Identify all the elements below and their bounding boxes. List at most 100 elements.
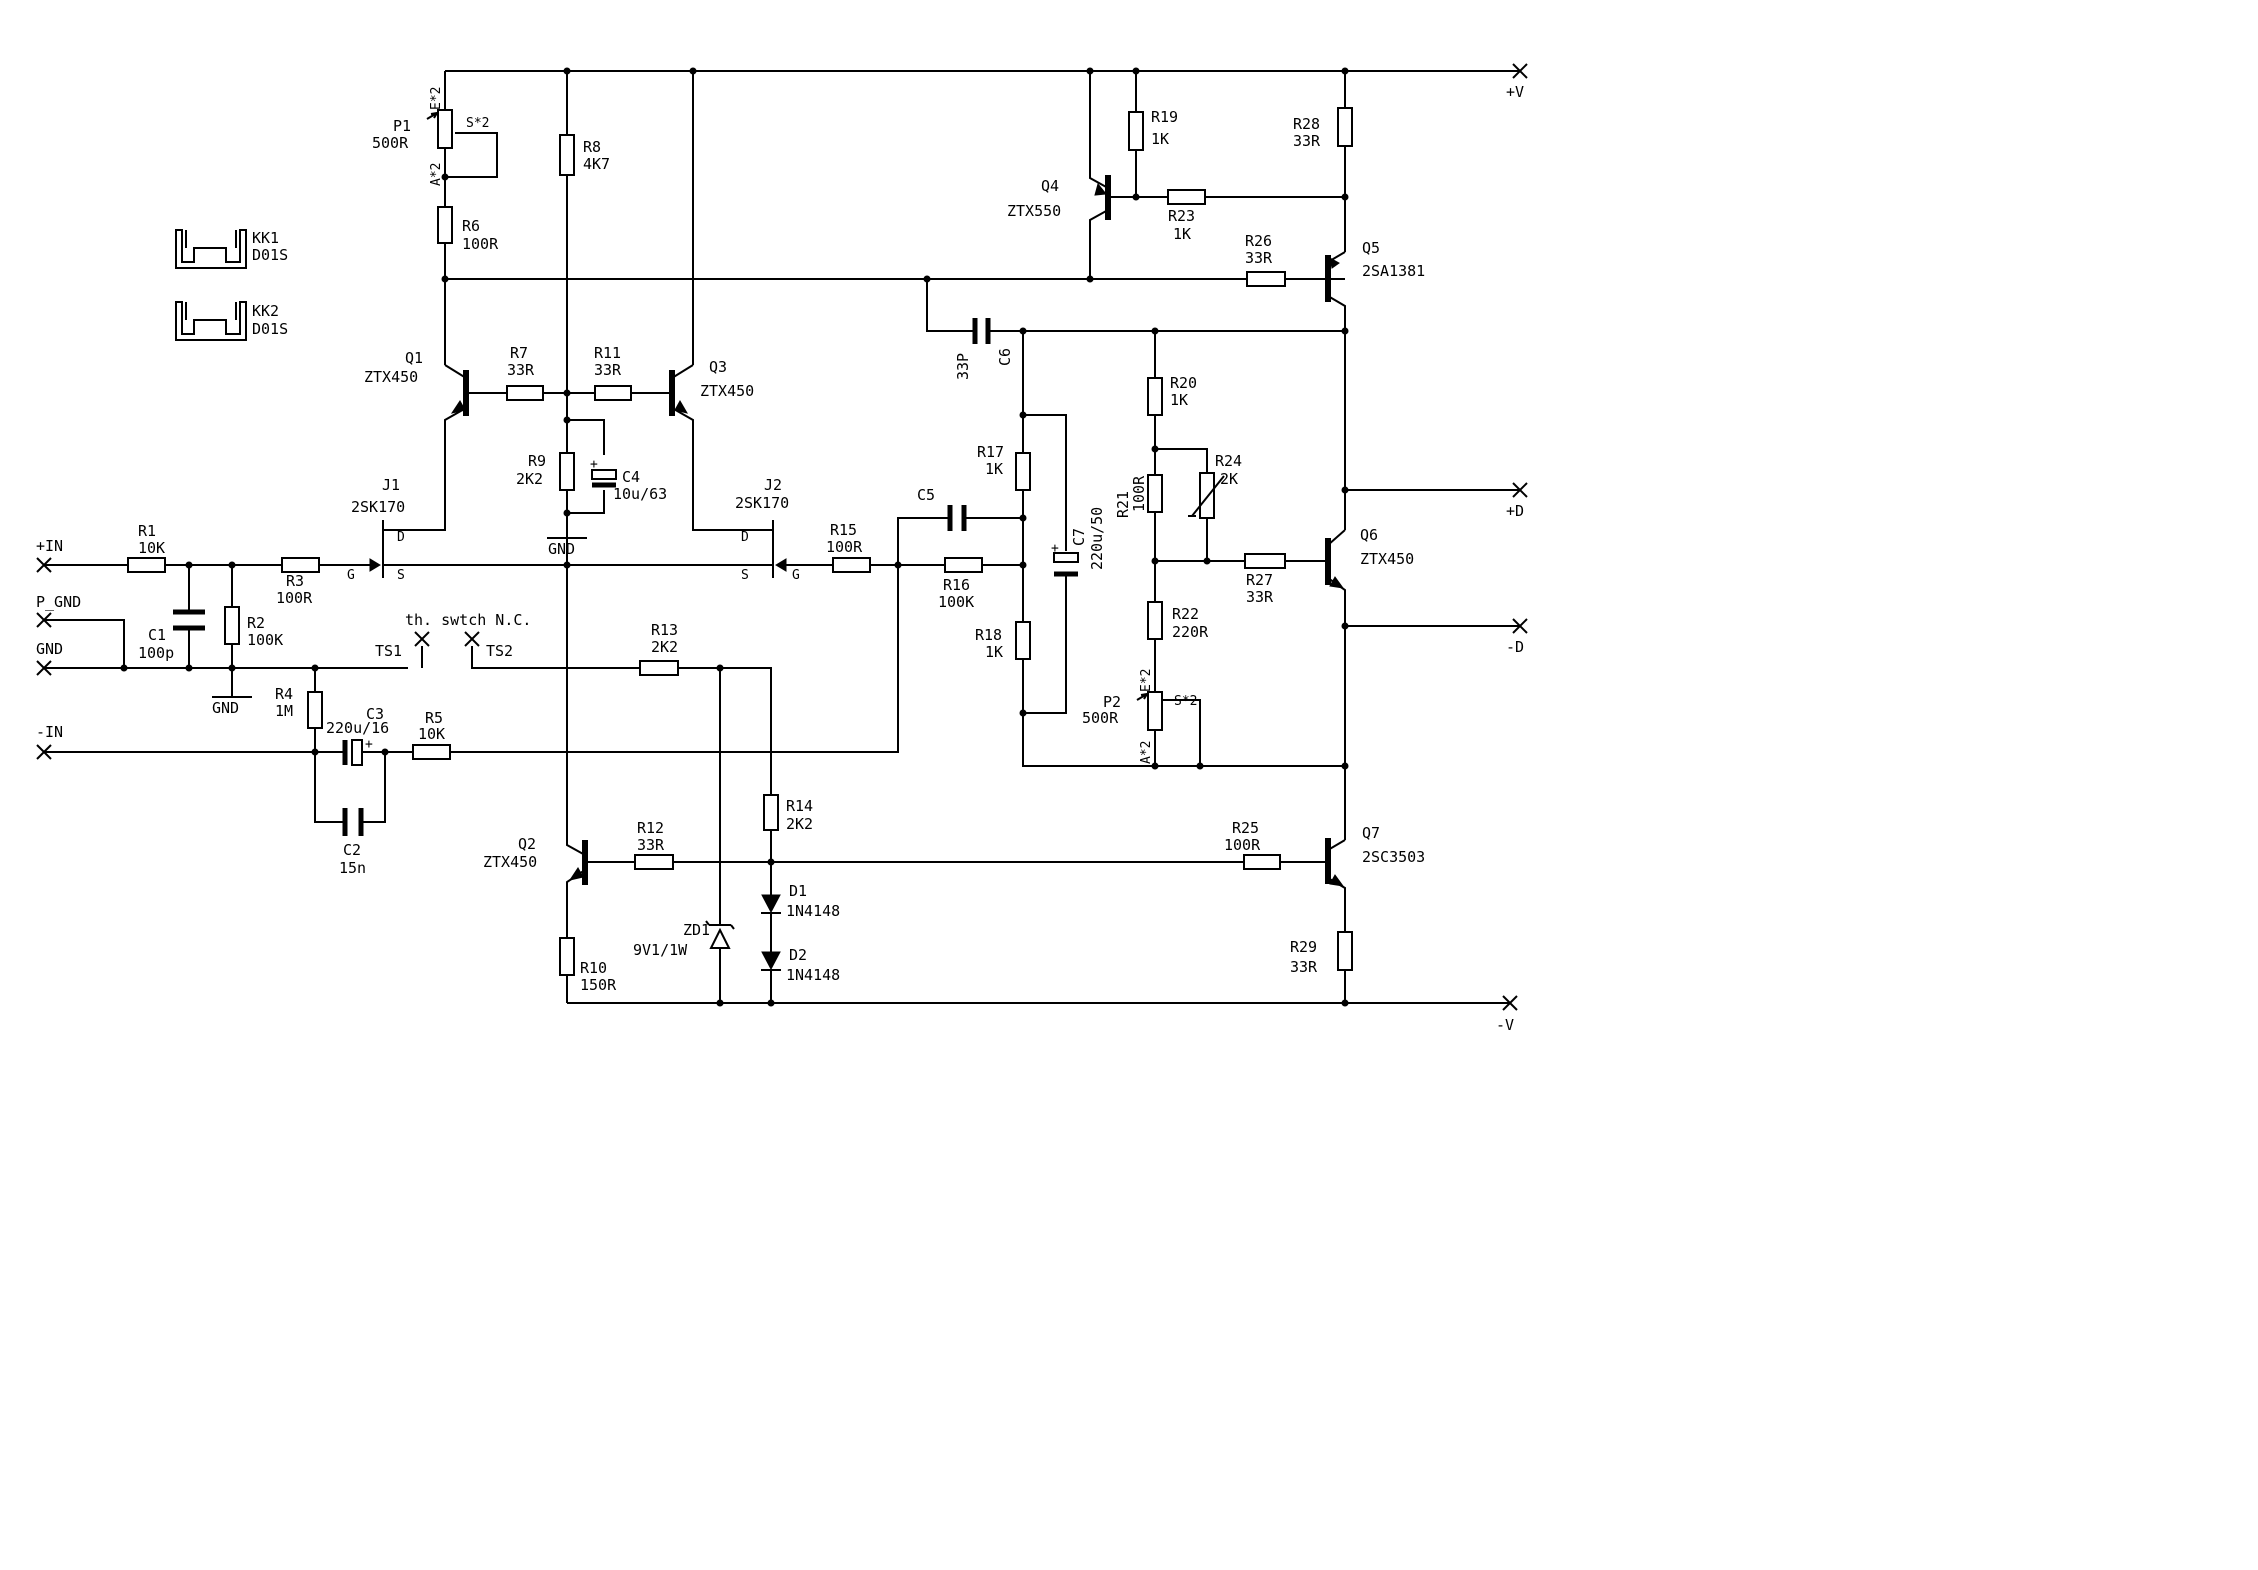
in-neg-label: -IN (36, 723, 63, 741)
r26-ref: R26 (1245, 232, 1272, 250)
c1-ref: C1 (148, 626, 166, 644)
c5-ref: C5 (917, 486, 935, 504)
p2-pin-s: S*2 (1174, 694, 1197, 709)
d2-value: 1N4148 (786, 966, 840, 984)
p1-ref: P1 (393, 117, 411, 135)
r10-value: 150R (580, 976, 617, 994)
r17-ref: R17 (977, 443, 1004, 461)
kk1-value: D01S (252, 246, 288, 264)
r18-ref: R18 (975, 626, 1002, 644)
r4-value: 1M (275, 702, 293, 720)
connector-marks (36, 63, 1528, 1011)
c1-value: 100p (138, 644, 174, 662)
j2-pin-s: S (741, 568, 749, 583)
r24-value: 2K (1220, 470, 1238, 488)
rail-neg-v-label: -V (1496, 1016, 1514, 1034)
r23-value: 1K (1173, 225, 1191, 243)
r23-ref: R23 (1168, 207, 1195, 225)
p1-pin-a: A*2 (429, 163, 444, 186)
r21-ref: R21 (1114, 491, 1132, 518)
r12-value: 33R (637, 836, 665, 854)
r11-ref: R11 (594, 344, 621, 362)
r27-ref: R27 (1246, 571, 1273, 589)
c3-value: 220u/16 (326, 719, 389, 737)
p2-pin-a: A*2 (1139, 741, 1154, 764)
r3-value: 100R (276, 589, 313, 607)
c2-value: 15n (339, 859, 366, 877)
zd1-value: 9V1/1W (633, 941, 688, 959)
r8-ref: R8 (583, 138, 601, 156)
kk2-value: D01S (252, 320, 288, 338)
gnd1-label: GND (212, 699, 239, 717)
r4-ref: R4 (275, 685, 293, 703)
r29-value: 33R (1290, 958, 1318, 976)
p1-pin-e: E*2 (429, 87, 444, 110)
q3-value: ZTX450 (700, 382, 754, 400)
labels: +V -V +D -D +IN P_GND GND -IN GND GND KK… (36, 83, 1524, 1034)
q4-value: ZTX550 (1007, 202, 1061, 220)
j1-pin-g: G (347, 568, 355, 583)
r14-ref: R14 (786, 797, 813, 815)
thermal-switch-label: th. swtch N.C. (405, 611, 531, 629)
q5-ref: Q5 (1362, 239, 1380, 257)
r6-ref: R6 (462, 217, 480, 235)
p-gnd-label: P_GND (36, 593, 81, 611)
r9-value: 2K2 (516, 470, 543, 488)
r12-ref: R12 (637, 819, 664, 837)
rail-pos-d-label: +D (1506, 502, 1524, 520)
r3-ref: R3 (286, 572, 304, 590)
r16-ref: R16 (943, 576, 970, 594)
j2-pin-d: D (741, 530, 749, 545)
r22-value: 220R (1172, 623, 1209, 641)
r13-ref: R13 (651, 621, 678, 639)
jfet-bodies (355, 520, 790, 578)
heatsink-kk1 (175, 229, 247, 269)
wires (44, 70, 1520, 1004)
resistor-bodies (127, 107, 1353, 976)
j1-pin-d: D (397, 530, 405, 545)
r26-value: 33R (1245, 249, 1273, 267)
c3-ref: C3 (366, 705, 384, 723)
r5-ref: R5 (425, 709, 443, 727)
c4-ref: C4 (622, 468, 640, 486)
amplifier-schematic: +V -V +D -D +IN P_GND GND -IN GND GND KK… (36, 63, 1528, 1034)
gnd2-label: GND (548, 540, 575, 558)
q7-ref: Q7 (1362, 824, 1380, 842)
q5-value: 2SA1381 (1362, 262, 1425, 280)
kk1-ref: KK1 (252, 229, 279, 247)
r25-value: 100R (1224, 836, 1261, 854)
r1-ref: R1 (138, 522, 156, 540)
r29-ref: R29 (1290, 938, 1317, 956)
p2-value: 500R (1082, 709, 1119, 727)
r8-value: 4K7 (583, 155, 610, 173)
heatsink-kk2 (175, 301, 247, 341)
r27-value: 33R (1246, 588, 1274, 606)
d1-ref: D1 (789, 882, 807, 900)
j2-pin-g: G (792, 568, 800, 583)
q6-value: ZTX450 (1360, 550, 1414, 568)
r28-ref: R28 (1293, 115, 1320, 133)
r15-value: 100R (826, 538, 863, 556)
kk2-ref: KK2 (252, 302, 279, 320)
c6-value: 33P (954, 353, 972, 380)
r15-ref: R15 (830, 521, 857, 539)
diode-bodies (705, 894, 781, 971)
in-pos-label: +IN (36, 537, 63, 555)
rail-pos-v-label: +V (1506, 83, 1524, 101)
q2-ref: Q2 (518, 835, 536, 853)
p2-pin-e: E*2 (1139, 669, 1154, 692)
r2-ref: R2 (247, 614, 265, 632)
c4-plus: + (590, 457, 598, 472)
q1-value: ZTX450 (364, 368, 418, 386)
r19-ref: R19 (1151, 108, 1178, 126)
gnd-label: GND (36, 640, 63, 658)
r7-value: 33R (507, 361, 535, 379)
r14-value: 2K2 (786, 815, 813, 833)
c7-value: 220u/50 (1088, 507, 1106, 570)
r20-ref: R20 (1170, 374, 1197, 392)
q4-ref: Q4 (1041, 177, 1059, 195)
r28-value: 33R (1293, 132, 1321, 150)
r17-value: 1K (985, 460, 1003, 478)
q1-ref: Q1 (405, 349, 423, 367)
r24-ref: R24 (1215, 452, 1242, 470)
